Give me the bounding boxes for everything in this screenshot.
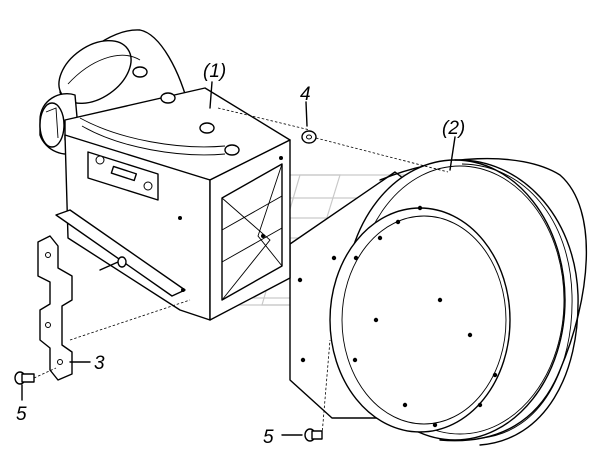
leader-lines xyxy=(21,81,456,436)
callout-ring-shroud: (2) xyxy=(442,118,465,139)
blower-housing xyxy=(39,29,291,321)
callout-blower-housing: (1) xyxy=(203,61,226,82)
bolt-bottom xyxy=(304,428,323,442)
callout-bolt-left: 5 xyxy=(16,404,27,425)
washer xyxy=(301,130,317,144)
callout-bracket: 3 xyxy=(94,353,105,374)
bolt-left xyxy=(14,371,35,385)
callout-washer: 4 xyxy=(300,84,311,105)
bracket xyxy=(37,235,73,381)
callout-bolt-bottom: 5 xyxy=(263,427,274,448)
ring-shroud xyxy=(289,157,588,446)
